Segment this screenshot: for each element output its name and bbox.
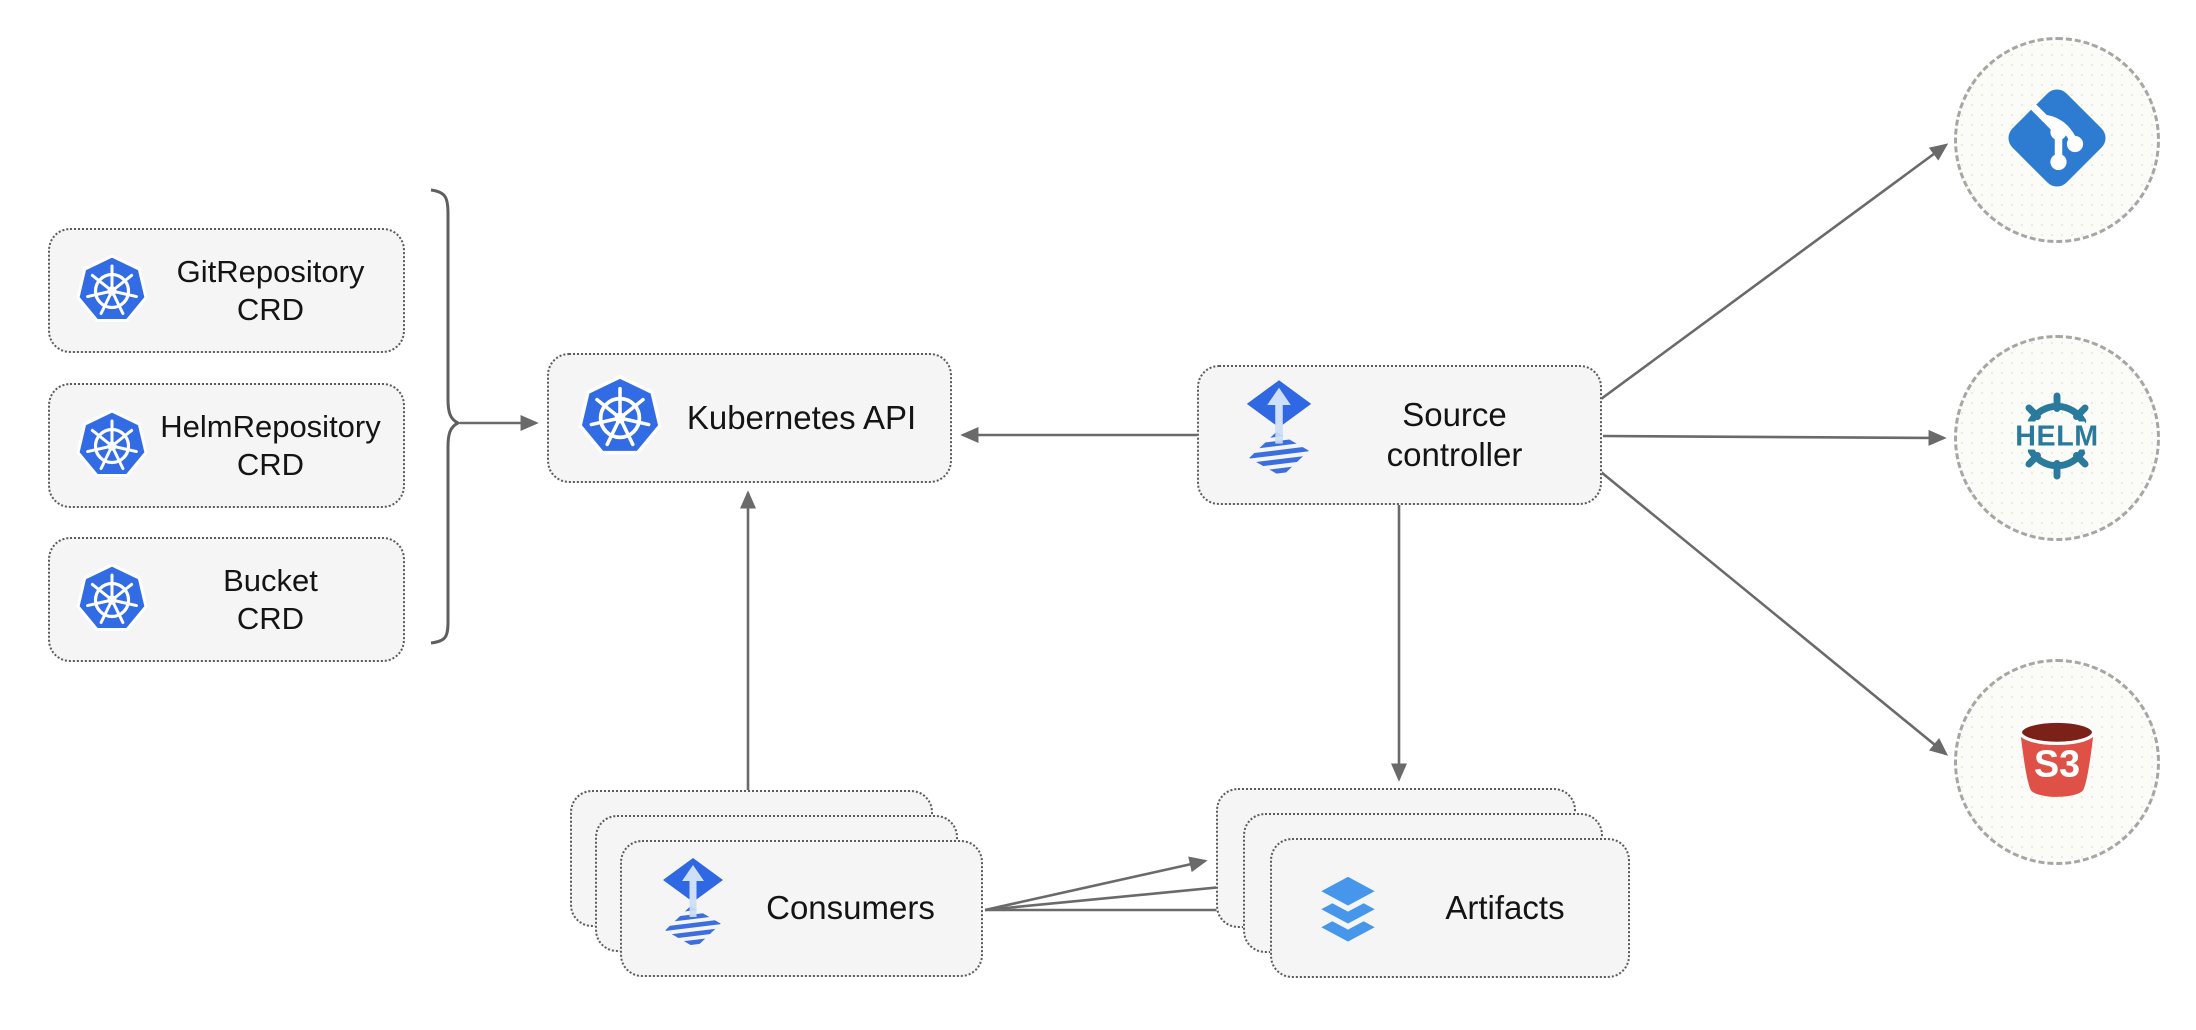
node-label: Artifacts <box>1445 888 1565 926</box>
edge-consumers-to-artifacts-2 <box>984 879 1235 912</box>
flux-icon <box>652 854 734 964</box>
crd-group-bracket <box>430 188 462 645</box>
external-helm: HELM <box>1954 335 2160 541</box>
git-icon <box>1997 78 2117 203</box>
edge-source-controller-to-s3 <box>1600 470 1949 756</box>
kubernetes-icon <box>72 406 152 486</box>
external-git <box>1954 37 2160 243</box>
flux-icon <box>1235 376 1323 494</box>
helm-wordmark: HELM <box>2015 420 2098 452</box>
kubernetes-icon <box>72 251 152 331</box>
s3-bucket-icon: S3 <box>1996 699 2118 826</box>
s3-wordmark: S3 <box>2034 742 2080 784</box>
helm-icon: HELM <box>1994 373 2120 504</box>
node-artifacts: Artifacts <box>1270 838 1630 978</box>
kubernetes-icon <box>72 560 152 640</box>
edge-consumers-to-artifacts-1 <box>984 856 1208 912</box>
edge-source-controller-to-git <box>1600 143 1949 401</box>
layers-icon <box>1300 860 1396 956</box>
node-consumers: Consumers <box>620 840 983 977</box>
edge-source-controller-to-helm <box>1602 429 1947 446</box>
node-kubernetes-api: Kubernetes API <box>547 353 952 483</box>
node-label: Kubernetes API <box>686 398 917 436</box>
kubernetes-icon <box>573 371 667 465</box>
node-label: Consumers <box>766 889 935 927</box>
external-s3: S3 <box>1954 659 2160 865</box>
